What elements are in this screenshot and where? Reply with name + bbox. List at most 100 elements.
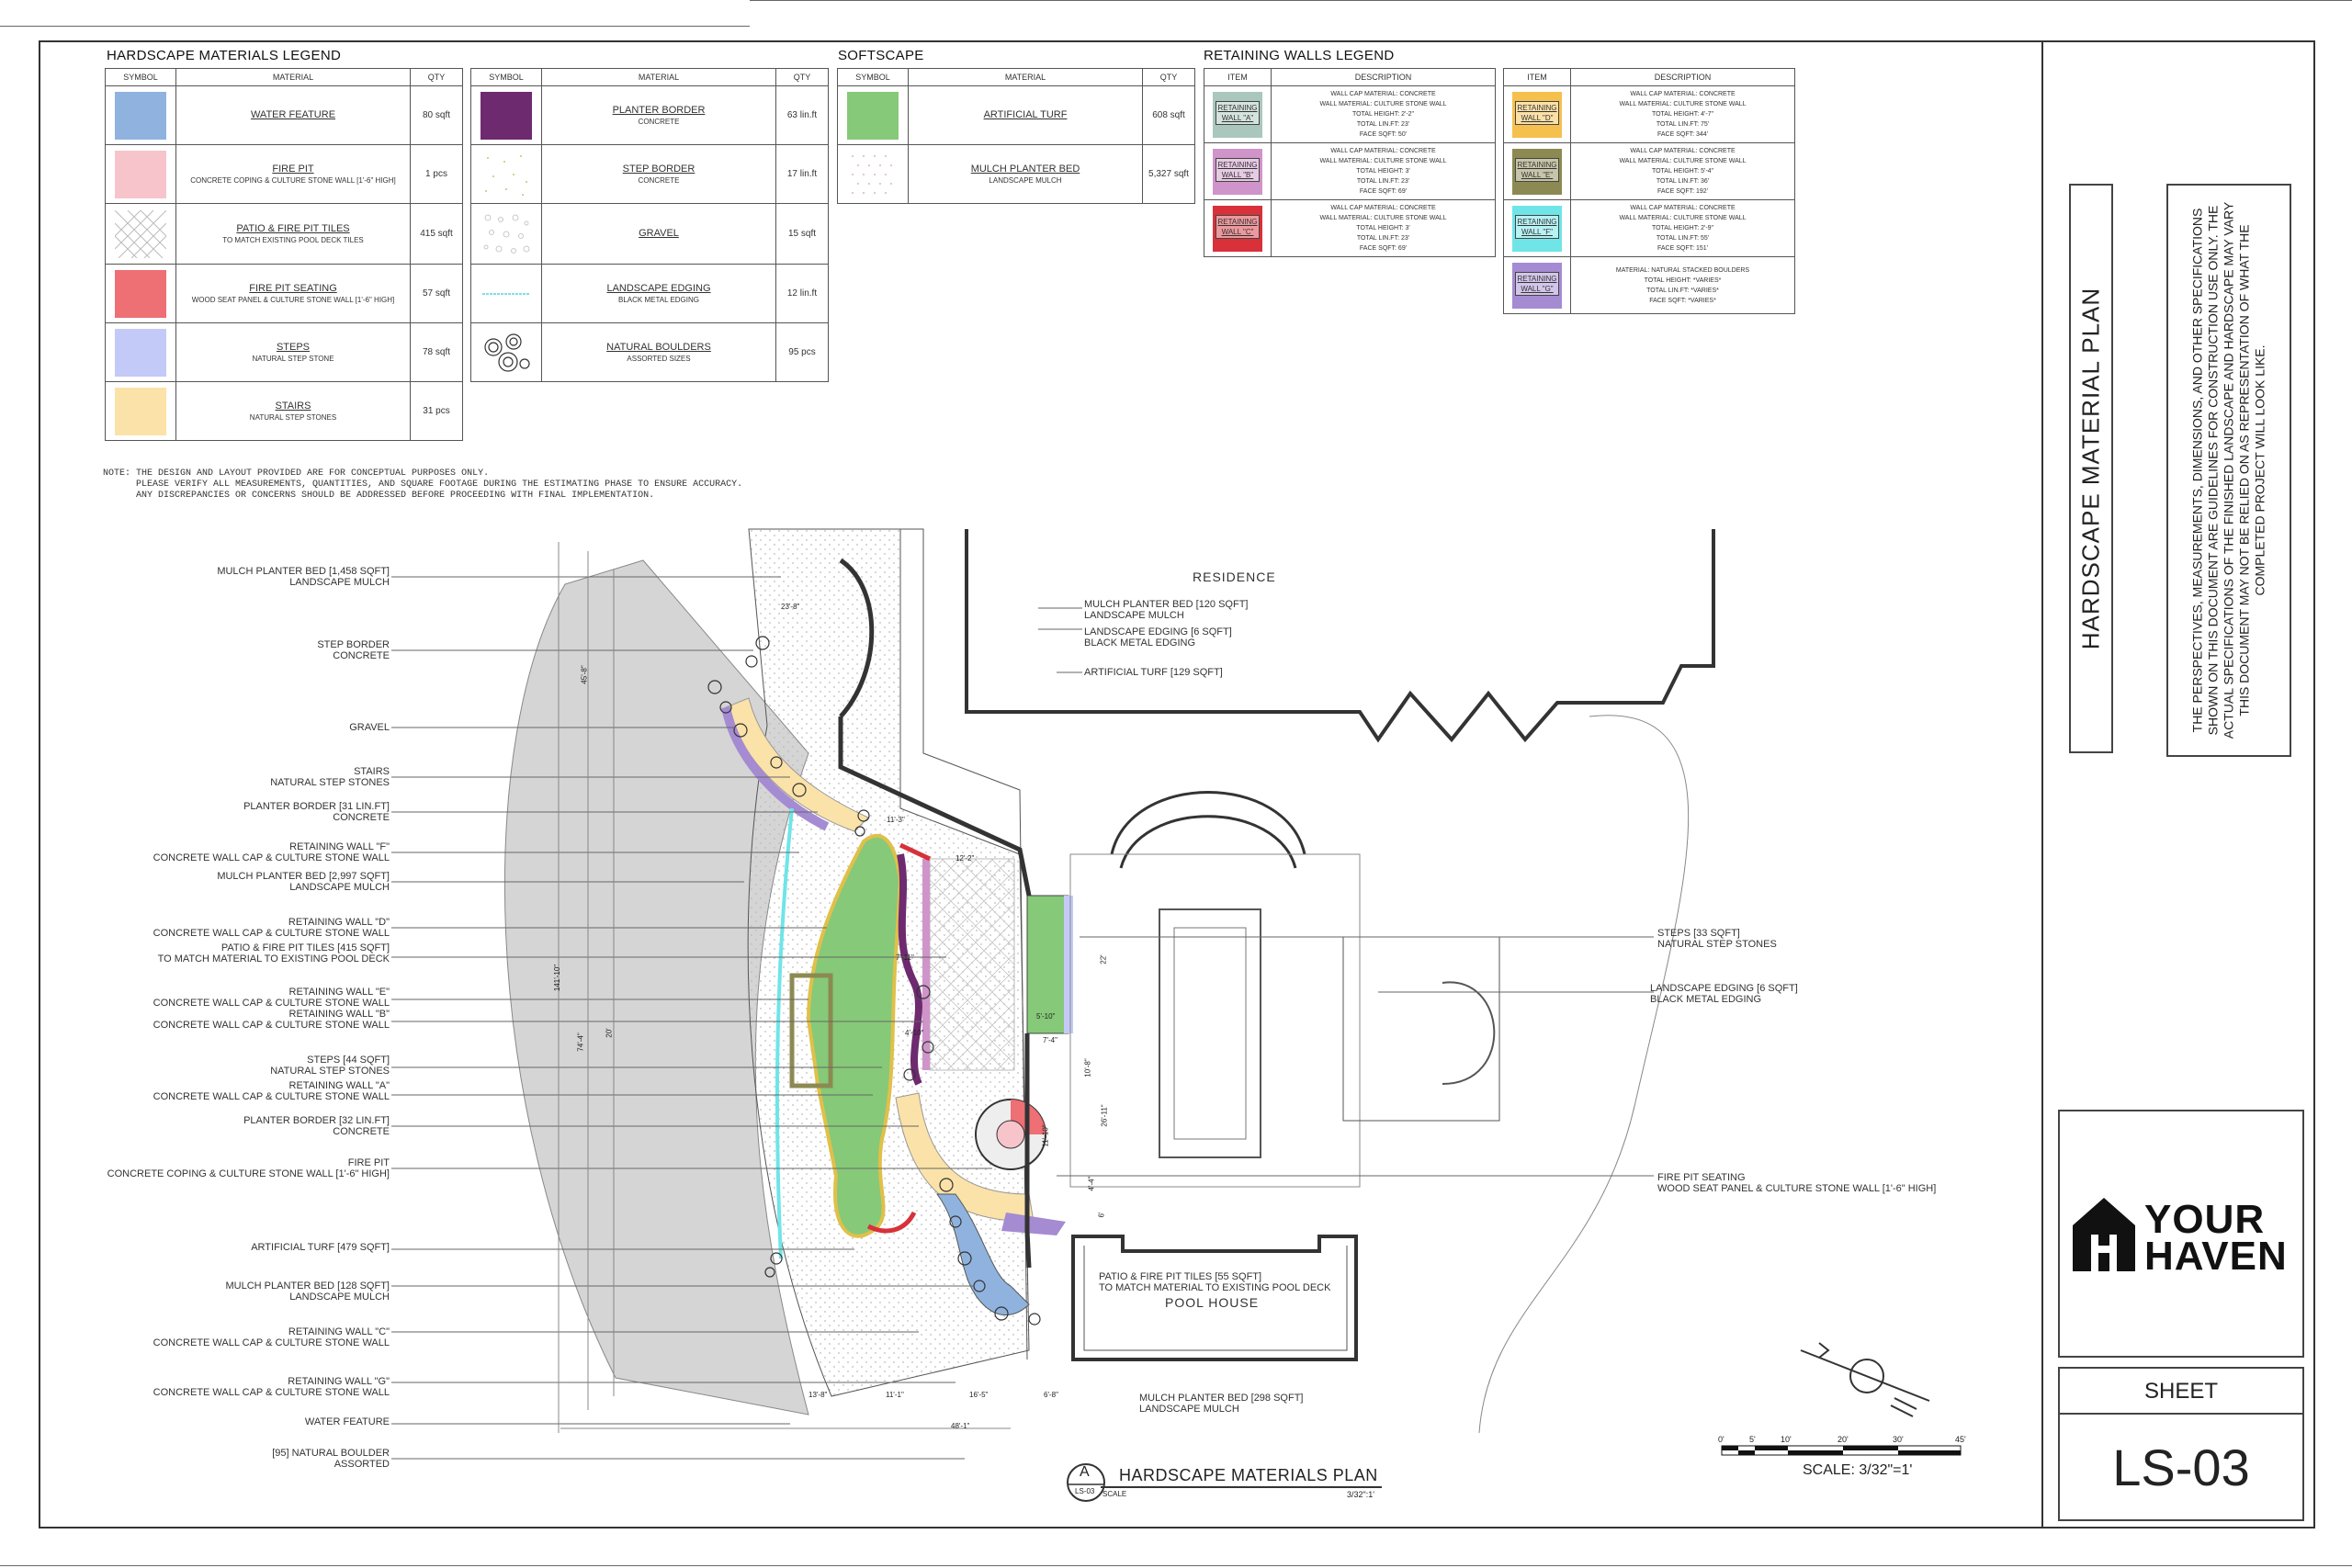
wall-c [866, 1211, 917, 1234]
callout-left: ARTIFICIAL TURF [479 SQFT] [251, 1242, 390, 1253]
dim-label: 141'-10" [553, 964, 562, 992]
callout-right: STEPS [33 SQFT]NATURAL STEP STONES [1657, 928, 1777, 950]
dim-label: 6'-8" [1044, 1391, 1058, 1399]
pool-house-inner [1083, 1246, 1348, 1351]
title-badge-icon [1067, 1463, 1105, 1502]
callout-left: RETAINING WALL "G"CONCRETE WALL CAP & CU… [153, 1376, 390, 1398]
callout-left: RETAINING WALL "E"CONCRETE WALL CAP & CU… [153, 987, 390, 1009]
callout-right: LANDSCAPE EDGING [6 SQFT]BLACK METAL EDG… [1084, 626, 1232, 649]
steps-swatch [115, 328, 166, 377]
callout-left: PATIO & FIRE PIT TILES [415 SQFT]TO MATC… [157, 942, 390, 964]
dim-label: 12'-2" [956, 854, 975, 863]
callout-leaders-right [1038, 607, 1654, 1177]
scale-text: SCALE: 3/32"=1' [1803, 1462, 1913, 1478]
callout-right: MULCH PLANTER BED [120 SQFT]LANDSCAPE MU… [1084, 599, 1249, 621]
title-letter: A [1080, 1464, 1090, 1480]
dim-label: 45'-8" [580, 665, 589, 684]
title-scale-label: SCALE [1102, 1490, 1127, 1498]
dim-label: 13'-8" [808, 1391, 828, 1399]
softscape-legend-title: SOFTSCAPE [838, 48, 924, 63]
callout-left: PLANTER BORDER [31 LIN.FT]CONCRETE [243, 801, 390, 823]
gravel-swatch [481, 209, 532, 258]
scale-tick: 10' [1781, 1435, 1792, 1444]
step-border-swatch [481, 150, 532, 198]
planter-border-swatch [481, 91, 532, 140]
scale-tick: 0' [1718, 1435, 1724, 1444]
callout-left: GRAVEL [349, 722, 390, 733]
dim-label: 22' [1099, 954, 1108, 964]
dim-label: 11'-1" [886, 1391, 904, 1399]
dimension-lines [558, 542, 1011, 1433]
callout-right: PATIO & FIRE PIT TILES [55 SQFT]TO MATCH… [1099, 1271, 1331, 1293]
title-scale-ratio: 3/32":1' [1347, 1490, 1374, 1499]
scale-tick: 5' [1749, 1435, 1756, 1444]
dim-label: 4'-10" [905, 1029, 924, 1037]
walls-legend-title: RETAINING WALLS LEGEND [1204, 48, 1395, 63]
sheet-number: LS-03 [2112, 1438, 2250, 1496]
fire-pit-swatch [115, 150, 166, 198]
pool-house-label: POOL HOUSE [1165, 1295, 1260, 1310]
turf-right [1026, 895, 1069, 1034]
patio-tiles [929, 858, 1015, 1071]
curved-wall [839, 558, 875, 718]
callout-left: RETAINING WALL "C"CONCRETE WALL CAP & CU… [153, 1326, 390, 1348]
callout-left: STEPS [44 SQFT]NATURAL STEP STONES [270, 1055, 390, 1077]
bottom-rule [0, 1565, 2352, 1566]
dim-label: 7'-11" [896, 953, 914, 962]
dim-label: 11'-3" [887, 816, 905, 824]
turf-main [806, 833, 903, 1238]
plan-title: HARDSCAPE MATERIALS PLAN [1119, 1466, 1378, 1484]
title-underline [1101, 1486, 1382, 1488]
boulders [707, 636, 1041, 1325]
hardscape-legend-title: HARDSCAPE MATERIALS LEGEND [107, 48, 342, 63]
artificial-turf-swatch [847, 91, 899, 140]
patio-tiles-swatch [115, 209, 166, 258]
pool-house-outline [1071, 1235, 1358, 1361]
sheet-border [39, 40, 2315, 1529]
design-note: NOTE: THE DESIGN AND LAYOUT PROVIDED ARE… [103, 468, 743, 501]
spa [1342, 936, 1500, 1122]
residence-label: RESIDENCE [1193, 570, 1276, 584]
dim-label: 5'-10" [1036, 1012, 1056, 1021]
scale-tick: 45' [1955, 1435, 1966, 1444]
disclaimer-box: THE PERSPECTIVES, MEASUREMENTS, DIMENSIO… [2166, 184, 2291, 757]
mulch-strip [900, 528, 1028, 1360]
scale-bar [1721, 1445, 1962, 1456]
title-ref: LS-03 [1075, 1487, 1095, 1495]
water-feature-swatch [115, 91, 166, 140]
residence-outline [965, 529, 1715, 743]
callout-left: RETAINING WALL "D"CONCRETE WALL CAP & CU… [153, 917, 390, 939]
dim-label: 11'-10" [1041, 1124, 1050, 1147]
callout-right: ARTIFICIAL TURF [129 SQFT] [1084, 667, 1223, 678]
callout-left: PLANTER BORDER [32 LIN.FT]CONCRETE [243, 1115, 390, 1137]
wall-red-top [899, 842, 932, 862]
edging-swatch [482, 292, 530, 295]
fire-pit-seating-swatch [115, 269, 166, 318]
steps-lower [1001, 1213, 1066, 1235]
dim-label: 6' [1097, 1212, 1106, 1218]
plant-curve-right [1478, 715, 1690, 1434]
disclaimer-text: THE PERSPECTIVES, MEASUREMENTS, DIMENSIO… [2189, 201, 2267, 739]
dim-label: 23'-8" [781, 603, 800, 611]
pool [1159, 908, 1261, 1158]
dim-label: 26'-11" [1100, 1104, 1109, 1127]
stairs-swatch [115, 387, 166, 435]
fire-pit-inner [996, 1120, 1025, 1149]
dim-label: 4'-4" [1087, 1176, 1096, 1191]
callout-leaders-left [391, 576, 992, 1460]
callout-right: LANDSCAPE EDGING [6 SQFT]BLACK METAL EDG… [1650, 983, 1798, 1005]
dim-label: 16'-5" [969, 1391, 989, 1399]
sheet-label: SHEET [2060, 1369, 2302, 1415]
